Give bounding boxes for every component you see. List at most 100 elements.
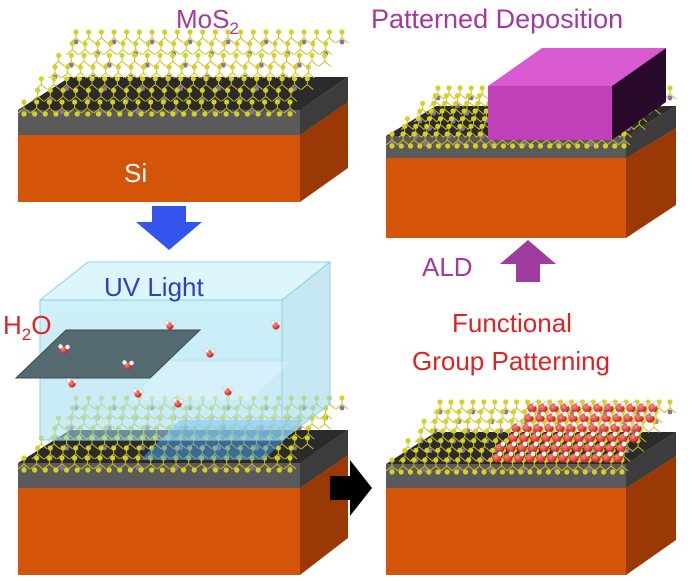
sulfur-atom xyxy=(487,457,494,463)
hydrogen-atom xyxy=(132,388,137,393)
sulfur-atom xyxy=(34,99,40,105)
substrate-top-right xyxy=(385,48,677,238)
sulfur-atom xyxy=(461,108,467,114)
sulfur-atom xyxy=(477,131,483,137)
hydroxyl-group xyxy=(492,451,503,463)
lattice-bond xyxy=(137,72,144,79)
hydrogen-atom xyxy=(585,451,591,457)
sulfur-atom xyxy=(97,455,103,461)
lattice-bond xyxy=(167,84,175,91)
molybdenum-atom xyxy=(102,445,108,451)
sulfur-atom xyxy=(160,99,166,105)
sulfur-atom xyxy=(398,143,404,149)
sulfur-atom xyxy=(241,76,247,82)
h2o-label: H2O xyxy=(3,310,51,344)
sulfur-atom xyxy=(212,111,219,117)
uv-box-side xyxy=(281,260,331,441)
molybdenum-atom xyxy=(64,445,70,451)
lattice-bond xyxy=(439,407,447,414)
lattice-bond xyxy=(431,436,439,443)
sulfur-atom xyxy=(262,99,268,105)
sulfur-atom xyxy=(455,457,461,463)
molybdenum-atom xyxy=(140,445,146,451)
patterned-deposition-label: Patterned Deposition xyxy=(371,4,623,34)
sulfur-atom xyxy=(72,455,78,461)
lattice-bond xyxy=(17,107,25,114)
sulfur-atom xyxy=(53,467,59,473)
hydrogen-atom xyxy=(571,421,577,427)
sulfur-atom xyxy=(95,41,101,47)
lattice-bond xyxy=(306,49,314,56)
lattice-bond xyxy=(227,95,234,102)
sulfur-atom xyxy=(472,108,478,114)
lattice-bond xyxy=(301,84,308,91)
lattice-bond xyxy=(101,37,108,44)
si-front-face xyxy=(386,488,626,575)
lattice-bond xyxy=(549,465,557,472)
lattice-bond xyxy=(518,139,525,146)
sulfur-atom xyxy=(428,108,434,114)
sulfur-atom xyxy=(287,111,293,117)
lattice-bond xyxy=(269,84,276,91)
sulfur-atom xyxy=(34,455,40,461)
lattice-bond xyxy=(164,95,171,102)
hydroxyl-group xyxy=(637,401,648,413)
lattice-bond xyxy=(121,60,129,67)
hydroxyl-group xyxy=(535,411,546,423)
molybdenum-atom xyxy=(339,405,345,411)
lattice-bond xyxy=(300,49,307,56)
lattice-bond xyxy=(477,108,485,115)
hydrogen-atom xyxy=(551,411,557,417)
sulfur-atom xyxy=(95,111,102,117)
lattice-bond xyxy=(446,139,454,146)
sulfur-atom xyxy=(400,457,406,463)
lattice-bond xyxy=(220,463,227,470)
lattice-bond xyxy=(502,417,510,424)
lattice-bond xyxy=(193,84,200,91)
sulfur-atom xyxy=(287,455,293,461)
sulfur-atom xyxy=(322,415,328,421)
lattice-bond xyxy=(138,95,146,102)
lattice-bond xyxy=(207,107,215,114)
lattice-bond xyxy=(434,426,442,433)
sulfur-atom xyxy=(435,85,441,91)
lattice-bond xyxy=(402,139,410,146)
oxide-side-face xyxy=(300,77,348,135)
lattice-bond xyxy=(281,84,289,91)
hydroxyl-group xyxy=(563,431,574,443)
sulfur-atom xyxy=(111,87,117,93)
sulfur-atom xyxy=(451,428,457,434)
lattice-bond xyxy=(615,465,623,472)
sulfur-atom xyxy=(208,52,214,58)
lattice-bond xyxy=(249,49,256,56)
sulfur-atom xyxy=(190,76,196,82)
deposit-top-face xyxy=(488,48,666,86)
lattice-bond xyxy=(220,107,227,114)
lattice-bond xyxy=(271,107,278,114)
hydroxyl-group xyxy=(601,411,612,423)
hydrogen-atom xyxy=(579,431,585,437)
hydroxyl-group xyxy=(530,431,541,443)
lattice-bond xyxy=(557,139,565,146)
sulfur-atom xyxy=(522,409,528,415)
lattice-bond xyxy=(96,60,103,67)
sulfur-atom xyxy=(426,469,432,475)
sulfur-atom xyxy=(619,469,625,475)
sulfur-atom xyxy=(556,143,562,149)
sulfur-atom xyxy=(166,64,172,70)
sulfur-atom xyxy=(477,457,483,463)
hydrogen-atom xyxy=(532,401,538,407)
lattice-bond xyxy=(470,131,478,138)
lattice-bond xyxy=(261,60,268,67)
hydrogen-atom xyxy=(576,401,582,407)
sulfur-atom xyxy=(287,467,293,473)
sulfur-atom xyxy=(225,87,231,93)
sulfur-atom xyxy=(445,143,451,149)
sulfur-atom xyxy=(98,445,104,451)
molybdenum-atom xyxy=(339,39,345,45)
lattice-bond xyxy=(145,95,152,102)
sulfur-atom xyxy=(225,29,231,35)
lattice-bond xyxy=(451,465,459,472)
sulfur-atom xyxy=(280,64,286,70)
sulfur-atom xyxy=(51,76,57,82)
